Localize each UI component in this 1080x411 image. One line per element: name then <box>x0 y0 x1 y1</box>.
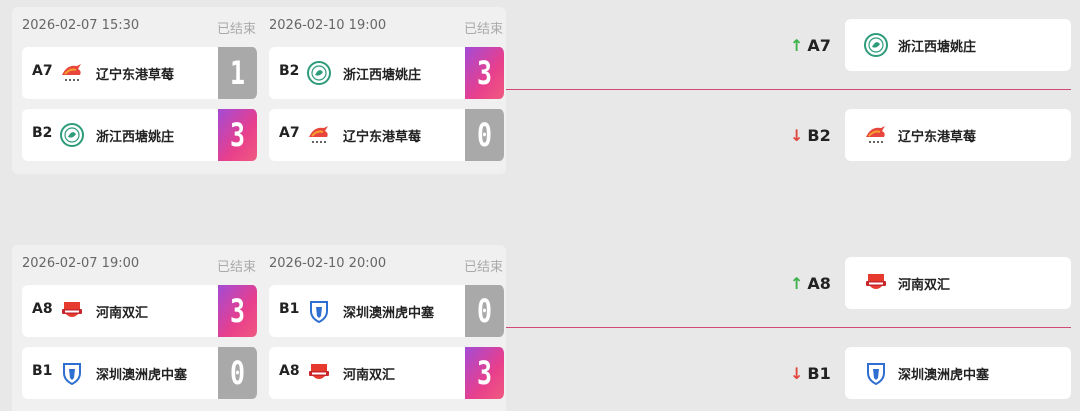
liaoning-logo-icon <box>309 126 328 143</box>
match-status: 已结束 <box>463 22 503 37</box>
leg-2: 2026-02-10 19:00 已结束 B2 浙江西塘姚庄 3 A7 辽宁东港… <box>269 7 504 171</box>
team-name: 辽宁东港草莓 <box>898 130 977 145</box>
leg-1: 2026-02-07 15:30 已结束 A7 辽宁东港草莓 1 B2 浙江西塘… <box>22 7 257 171</box>
liaoning-logo-icon <box>62 64 81 81</box>
zhejiang-logo-icon <box>60 123 84 147</box>
leg-1: 2026-02-07 19:00 已结束 A8 河南双汇 3 B1 深圳澳洲虎中… <box>22 245 257 409</box>
zhejiang-logo-icon <box>307 61 331 85</box>
team-row[interactable]: A8 河南双汇 3 <box>269 347 504 399</box>
henan-logo-icon <box>62 302 82 317</box>
match-pair-2: 2026-02-07 19:00 已结束 A8 河南双汇 3 B1 深圳澳洲虎中… <box>12 245 506 411</box>
team-name: 河南双汇 <box>898 278 951 293</box>
zhejiang-logo-icon <box>864 33 888 57</box>
team-name: 河南双汇 <box>96 306 149 321</box>
seed-label: B1 <box>32 363 53 379</box>
down-arrow-icon: ↓ <box>790 126 804 145</box>
match-datetime: 2026-02-07 15:30 <box>22 18 140 33</box>
match-datetime: 2026-02-10 20:00 <box>269 256 387 271</box>
shenzhen-logo-icon <box>63 363 81 386</box>
seed-label: B1 <box>807 364 831 383</box>
seed-label: A8 <box>279 363 300 379</box>
score-box: 3 <box>218 109 257 161</box>
score-box: 1 <box>218 47 257 99</box>
relegate-tag: ↓B1 <box>790 364 831 383</box>
bracket-connector-line <box>506 89 1071 90</box>
team-row[interactable]: B1 深圳澳洲虎中塞 0 <box>269 285 504 337</box>
team-name: 辽宁东港草莓 <box>343 130 422 145</box>
shenzhen-logo-icon <box>310 301 328 324</box>
seed-label: A7 <box>807 36 831 55</box>
score-box: 3 <box>465 347 504 399</box>
seed-label: B1 <box>279 301 300 317</box>
advance-tag: ↑A7 <box>790 36 831 55</box>
seed-label: B2 <box>279 63 300 79</box>
result-card-advance[interactable]: 河南双汇 <box>845 257 1071 309</box>
seed-label: A7 <box>279 125 300 141</box>
match-pair-1: 2026-02-07 15:30 已结束 A7 辽宁东港草莓 1 B2 浙江西塘… <box>12 7 506 174</box>
score-box: 0 <box>465 285 504 337</box>
leg-header: 2026-02-10 19:00 已结束 <box>269 7 503 47</box>
leg-header: 2026-02-07 15:30 已结束 <box>22 7 256 47</box>
team-name: 深圳澳洲虎中塞 <box>96 368 188 383</box>
liaoning-logo-icon <box>866 126 885 143</box>
down-arrow-icon: ↓ <box>790 364 804 383</box>
team-name: 浙江西塘姚庄 <box>96 130 175 145</box>
team-row[interactable]: B2 浙江西塘姚庄 3 <box>269 47 504 99</box>
leg-header: 2026-02-07 19:00 已结束 <box>22 245 256 285</box>
match-status: 已结束 <box>216 22 256 37</box>
result-card-relegate[interactable]: 辽宁东港草莓 <box>845 109 1071 161</box>
up-arrow-icon: ↑ <box>790 274 804 293</box>
henan-logo-icon <box>866 274 886 289</box>
team-row[interactable]: A7 辽宁东港草莓 0 <box>269 109 504 161</box>
score-box: 3 <box>465 47 504 99</box>
team-row[interactable]: A8 河南双汇 3 <box>22 285 257 337</box>
advance-tag: ↑A8 <box>790 274 831 293</box>
team-row[interactable]: A7 辽宁东港草莓 1 <box>22 47 257 99</box>
team-name: 浙江西塘姚庄 <box>898 40 977 55</box>
result-card-advance[interactable]: 浙江西塘姚庄 <box>845 19 1071 71</box>
seed-label: A7 <box>32 63 53 79</box>
bracket-connector-line <box>506 327 1071 328</box>
match-status: 已结束 <box>216 260 256 275</box>
henan-logo-icon <box>309 364 329 379</box>
team-name: 河南双汇 <box>343 368 396 383</box>
team-name: 深圳澳洲虎中塞 <box>898 368 990 383</box>
relegate-tag: ↓B2 <box>790 126 831 145</box>
result-card-relegate[interactable]: 深圳澳洲虎中塞 <box>845 347 1071 399</box>
seed-label: A8 <box>32 301 53 317</box>
match-datetime: 2026-02-10 19:00 <box>269 18 387 33</box>
score-box: 3 <box>218 285 257 337</box>
team-name: 辽宁东港草莓 <box>96 68 175 83</box>
team-name: 浙江西塘姚庄 <box>343 68 422 83</box>
team-name: 深圳澳洲虎中塞 <box>343 306 435 321</box>
leg-header: 2026-02-10 20:00 已结束 <box>269 245 503 285</box>
seed-label: A8 <box>807 274 831 293</box>
team-row[interactable]: B2 浙江西塘姚庄 3 <box>22 109 257 161</box>
match-status: 已结束 <box>463 260 503 275</box>
shenzhen-logo-icon <box>867 363 885 386</box>
seed-label: B2 <box>807 126 831 145</box>
seed-label: B2 <box>32 125 53 141</box>
leg-2: 2026-02-10 20:00 已结束 B1 深圳澳洲虎中塞 0 A8 河南双… <box>269 245 504 409</box>
score-box: 0 <box>465 109 504 161</box>
up-arrow-icon: ↑ <box>790 36 804 55</box>
score-box: 0 <box>218 347 257 399</box>
match-datetime: 2026-02-07 19:00 <box>22 256 140 271</box>
team-row[interactable]: B1 深圳澳洲虎中塞 0 <box>22 347 257 399</box>
